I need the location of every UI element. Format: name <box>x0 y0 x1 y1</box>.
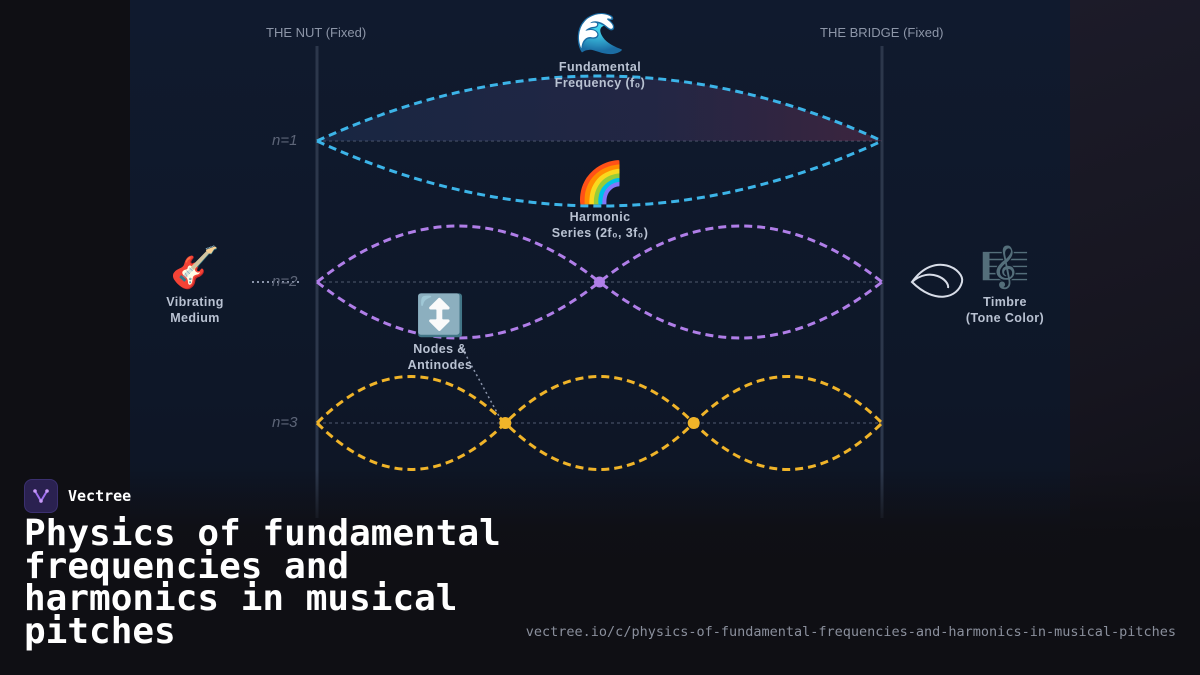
node-n3-first <box>499 417 512 429</box>
vibrating-medium-label-line1: Vibrating <box>166 295 224 309</box>
node-n2-middle <box>594 276 605 288</box>
bottom-fade <box>0 470 1200 675</box>
harmonic-series-label-line2: Series (2f₀, 3f₀) <box>551 226 649 240</box>
fundamental-label-line1: Fundamental <box>558 60 642 74</box>
wave-n1-upper <box>316 74 883 143</box>
brand-name: Vectree <box>68 487 132 505</box>
wave-n3-upper <box>315 375 884 426</box>
page-title: Physics of fundamental frequencies and h… <box>24 513 501 652</box>
fundamental-label-line2: Frequency (f₀) <box>554 76 646 90</box>
rainbow-icon: 🌈 <box>575 160 625 206</box>
up-down-arrow-icon: ↕️ <box>415 293 465 339</box>
harmonic-label-n3: n=3 <box>272 414 298 431</box>
guitar-icon: 🎸 <box>170 245 220 291</box>
harmonic-label-n1: n=1 <box>272 132 298 149</box>
timbre-label: Timbre (Tone Color) <box>935 294 1075 326</box>
nodes-antinodes-label-line2: Antinodes <box>407 358 473 372</box>
sound-wave-icon <box>910 263 964 298</box>
vibrating-medium-label-line2: Medium <box>170 311 220 325</box>
timbre-label-line1: Timbre <box>983 295 1027 309</box>
nodes-connector <box>461 347 501 419</box>
page-url[interactable]: vectree.io/c/physics-of-fundamental-freq… <box>525 624 1176 640</box>
treble-clef-icon: 🎼 <box>980 245 1030 291</box>
timbre-label-line2: (Tone Color) <box>965 311 1045 325</box>
nodes-antinodes-label-line1: Nodes & <box>413 342 467 356</box>
fundamental-label: Fundamental Frequency (f₀) <box>530 59 670 91</box>
vibrating-medium-label: Vibrating Medium <box>125 294 265 326</box>
nodes-antinodes-label: Nodes & Antinodes <box>370 341 510 373</box>
bridge-label: THE BRIDGE (Fixed) <box>820 25 944 40</box>
nut-label: THE NUT (Fixed) <box>266 25 367 40</box>
node-n3-second <box>687 417 700 429</box>
brand[interactable]: Vectree <box>24 479 131 513</box>
wave-n1-lower <box>316 139 883 208</box>
harmonic-series-label: Harmonic Series (2f₀, 3f₀) <box>530 209 670 241</box>
vectree-logo-icon <box>24 479 58 513</box>
wave-n3-lower <box>315 420 884 471</box>
wave-icon: 🌊 <box>575 11 625 57</box>
harmonic-label-n2: n=2 <box>272 273 298 290</box>
harmonic-series-label-line1: Harmonic <box>569 210 631 224</box>
